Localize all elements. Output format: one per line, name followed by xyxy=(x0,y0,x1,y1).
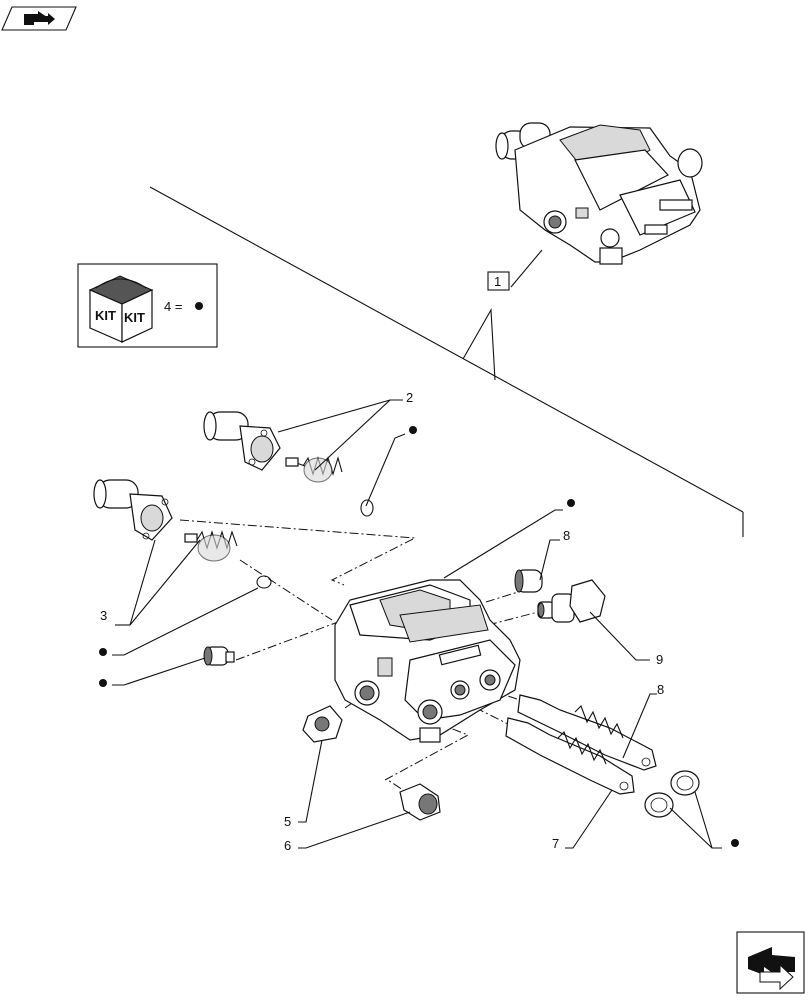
kit-dot-o-ring-lower xyxy=(99,648,107,656)
callout-item-7: 7 xyxy=(552,836,559,851)
assembly-ref-box xyxy=(487,271,510,291)
callout-item-3: 3 xyxy=(100,608,107,623)
kit-box-icon xyxy=(88,275,154,343)
back-navigation-icon[interactable] xyxy=(1,6,77,31)
plug-item-6 xyxy=(399,783,441,821)
fitting-item-9 xyxy=(537,579,606,623)
kit-dot-small-plug xyxy=(99,679,107,687)
kit-equation: 4 = xyxy=(164,299,182,314)
small-plug xyxy=(203,646,235,666)
callout-item-6: 6 xyxy=(284,838,291,853)
kit-dot-valve-section xyxy=(567,499,575,507)
callout-item-8-plug: 8 xyxy=(563,528,570,543)
kit-label-right: KIT xyxy=(124,310,145,325)
callout-item-8-spool: 8 xyxy=(657,682,664,697)
kit-dot-o-ring-upper xyxy=(409,426,417,434)
valve-assembly-overview xyxy=(495,122,703,265)
plug-item-5 xyxy=(302,705,343,743)
kit-dot-icon xyxy=(195,302,203,310)
kit-legend: KIT KIT 4 = xyxy=(77,263,218,348)
spool-item-7 xyxy=(505,717,635,795)
cap-spring-lower xyxy=(93,479,238,562)
kit-dot-washers xyxy=(731,839,739,847)
main-valve-section xyxy=(334,579,521,743)
kit-label-left: KIT xyxy=(95,308,116,323)
o-ring-upper xyxy=(360,499,374,517)
callout-item-5: 5 xyxy=(284,814,291,829)
plug-item-8 xyxy=(514,569,543,593)
o-ring-lower xyxy=(256,575,272,589)
forward-navigation-icon[interactable] xyxy=(736,931,805,994)
washers xyxy=(644,770,700,818)
cap-spring-upper xyxy=(203,411,343,483)
callout-item-2: 2 xyxy=(406,390,413,405)
spool-item-8 xyxy=(517,694,657,771)
assembly-ref-label: 1 xyxy=(494,274,501,289)
callout-item-9: 9 xyxy=(656,652,663,667)
